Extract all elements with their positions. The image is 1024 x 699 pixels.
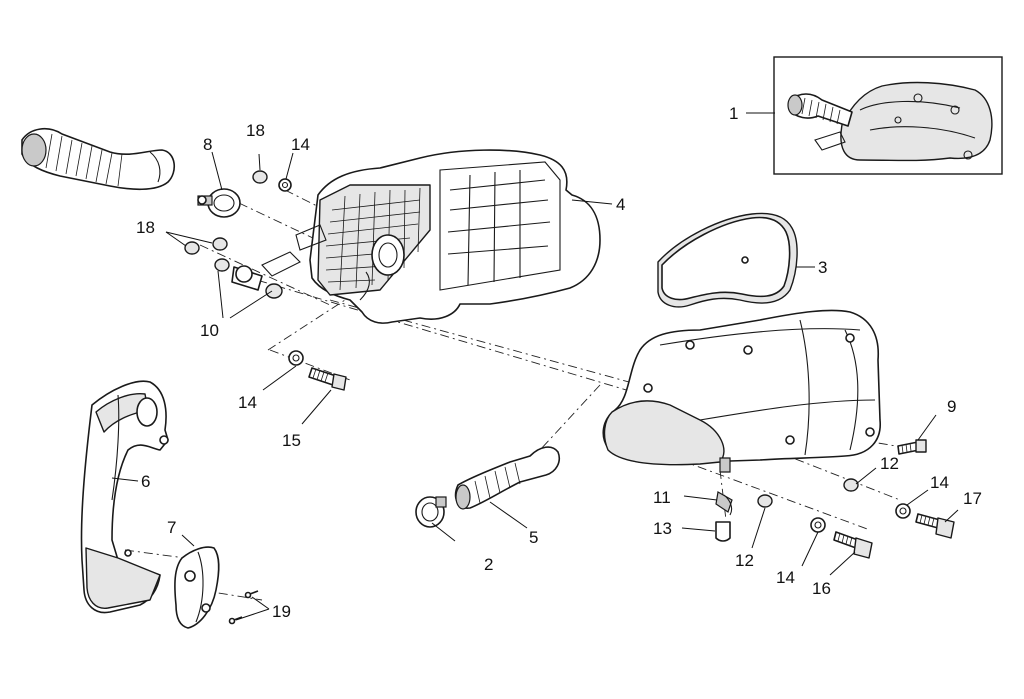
callout-4: 4 — [616, 195, 625, 214]
callout-14-right: 14 — [930, 473, 949, 492]
callout-labels: 1 2 3 4 5 6 7 8 9 10 11 12 12 13 14 14 1… — [136, 104, 982, 621]
callout-11: 11 — [653, 488, 671, 507]
callout-3: 3 — [818, 258, 827, 277]
callout-16: 16 — [812, 579, 831, 598]
small-fasteners-right — [715, 439, 955, 559]
intake-hose — [21, 127, 175, 191]
callout-9: 9 — [947, 397, 956, 416]
callout-19: 19 — [272, 602, 291, 621]
callout-6: 6 — [141, 472, 150, 491]
callout-14-bottom: 14 — [776, 568, 795, 587]
callout-18-left: 18 — [136, 218, 155, 237]
callout-5: 5 — [529, 528, 538, 547]
callout-2: 2 — [484, 555, 493, 574]
callout-15: 15 — [282, 431, 301, 450]
assembly-inset — [773, 56, 1003, 175]
callout-17: 17 — [963, 489, 982, 508]
clamp-part-2 — [415, 496, 447, 528]
filter-housing-part-4 — [261, 149, 601, 324]
plate-part-7 — [174, 546, 220, 629]
clamp-part-8 — [197, 188, 241, 218]
callout-8: 8 — [203, 135, 212, 154]
callout-12-top: 12 — [880, 454, 899, 473]
intake-duct-part-5 — [454, 446, 561, 510]
callout-12-bottom: 12 — [735, 551, 754, 570]
bracket-part-6 — [80, 380, 169, 614]
filter-cover — [602, 309, 881, 473]
callout-7: 7 — [167, 518, 176, 537]
callout-18-top: 18 — [246, 121, 265, 140]
bolt-part-15 — [308, 367, 347, 391]
callout-14-left: 14 — [238, 393, 257, 412]
filter-element-part-3 — [657, 212, 798, 308]
screws-part-19 — [228, 590, 259, 625]
leader-lines — [111, 112, 959, 621]
callout-13: 13 — [653, 519, 672, 538]
callout-10: 10 — [200, 321, 219, 340]
callout-1: 1 — [729, 104, 738, 123]
small-fasteners-top — [184, 170, 304, 366]
callout-14-top: 14 — [291, 135, 310, 154]
